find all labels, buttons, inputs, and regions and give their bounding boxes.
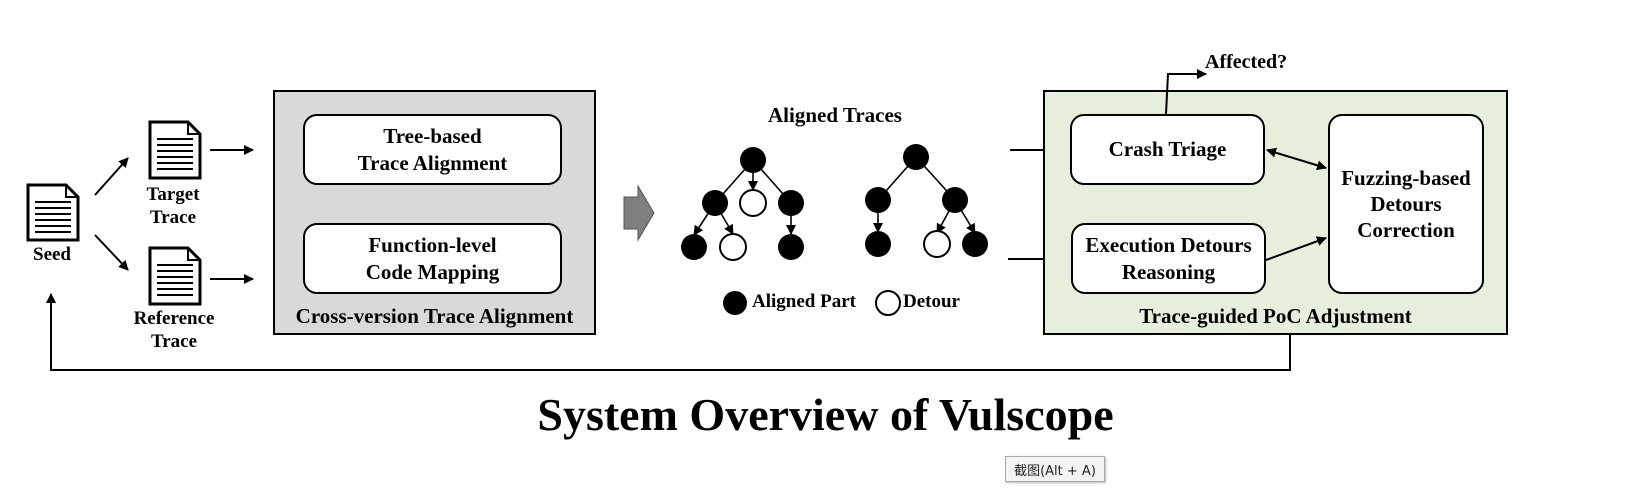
tree-1-node-aligned: [740, 147, 766, 173]
target-trace-document-icon: [148, 120, 202, 180]
seed-to-reference-arrow: [94, 234, 129, 271]
affected-label: Affected?: [1205, 51, 1288, 73]
alignment-panel-caption: Cross-version Trace Alignment: [295, 304, 574, 328]
tree-1-node-aligned: [778, 190, 804, 216]
tree-alignment-box: Tree-based Trace Alignment: [303, 114, 562, 185]
tree-1-node-aligned: [702, 190, 728, 216]
tree-1-node-detour: [739, 189, 767, 217]
adjustment-panel-caption: Trace-guided PoC Adjustment: [1139, 304, 1412, 328]
detours-reasoning-box: Execution Detours Reasoning: [1071, 223, 1266, 294]
code-mapping-box: Function-level Code Mapping: [303, 223, 562, 294]
screenshot-shortcut-tooltip: 截图(Alt + A): [1005, 456, 1105, 482]
legend-aligned-marker: [723, 291, 747, 315]
tree-1-node-detour: [719, 233, 747, 261]
reference-trace-document-icon: [148, 246, 202, 306]
tree-1-node-aligned: [778, 234, 804, 260]
tree-1-node-aligned: [681, 234, 707, 260]
tree-2-node-detour: [923, 230, 951, 258]
legend-detour-marker: [875, 290, 901, 316]
tree-2-node-aligned: [865, 187, 891, 213]
tree-2-node-aligned: [903, 144, 929, 170]
legend-detour-label: Detour: [903, 291, 960, 312]
fuzzing-correction-box: Fuzzing-based Detours Correction: [1328, 114, 1484, 294]
tree-2-node-aligned: [962, 231, 988, 257]
crash-triage-box: Crash Triage: [1070, 114, 1265, 185]
reference-trace-label: Reference Trace: [133, 308, 215, 352]
seed-label: Seed: [33, 244, 71, 265]
target-trace-label: Target Trace: [146, 184, 200, 228]
tree-2-node-aligned: [865, 231, 891, 257]
tree-2-node-aligned: [942, 187, 968, 213]
seed-document-icon: [26, 183, 80, 242]
legend-aligned-label: Aligned Part: [752, 291, 856, 312]
gray-block-arrow: [623, 184, 655, 242]
seed-to-target-arrow: [94, 157, 129, 196]
aligned-traces-title: Aligned Traces: [768, 103, 902, 127]
diagram-title: System Overview of Vulscope: [537, 389, 1114, 440]
